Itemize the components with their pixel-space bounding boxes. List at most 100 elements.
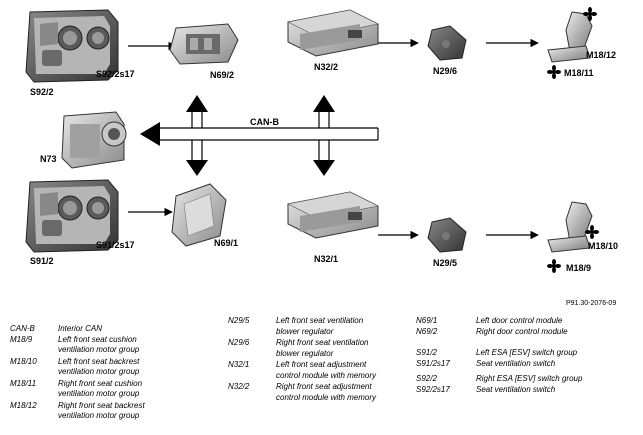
n29-5-regulator	[427, 217, 467, 253]
label-m18-12: M18/12	[586, 50, 616, 60]
n73-module	[61, 111, 127, 169]
legend-description-line: ventilation motor group	[58, 367, 140, 376]
legend-description-line: ventilation motor group	[58, 411, 140, 420]
legend-description-line: Right door control module	[476, 326, 568, 336]
legend-description-line: Left front seat cushion	[58, 334, 137, 344]
legend-description-line: Left front seat backrest	[58, 356, 140, 366]
legend-description: Right ESA [ESV] switch group	[476, 374, 636, 385]
legend-code: N29/5	[228, 316, 250, 325]
legend-description-line: Right front seat ventilation	[276, 338, 369, 347]
bus-arrowhead-left	[140, 122, 160, 146]
label-n69-1: N69/1	[214, 238, 238, 248]
legend-description-line: Left front seat adjustment	[276, 360, 367, 369]
left-seat	[547, 201, 593, 253]
n32-1-module	[287, 191, 379, 239]
legend-row: S92/2 Right ESA [ESV] switch group	[416, 374, 636, 385]
legend-description-line: Right front seat backrest	[58, 400, 145, 410]
can-b-label: CAN-B	[250, 117, 279, 127]
legend-code: N69/1	[416, 316, 438, 325]
legend-description-line: Right front seat cushion	[58, 378, 143, 388]
n69-2-module	[169, 23, 239, 65]
label-s92-2: S92/2	[30, 87, 54, 97]
label-n69-2: N69/2	[210, 70, 234, 80]
legend-description-line: Right front seat adjustment	[276, 382, 372, 391]
legend-description: Seat ventilation switch	[476, 385, 636, 396]
legend-description-line: ventilation motor group	[58, 345, 140, 354]
legend-code: S92/2	[416, 374, 437, 383]
legend-code: N29/6	[228, 338, 250, 347]
s92-2-switch-group	[25, 9, 119, 83]
legend-description: Seat ventilation switch	[476, 359, 636, 370]
label-n32-1: N32/1	[314, 254, 338, 264]
legend-description-line: Left door control module	[476, 316, 563, 325]
legend-description-line: Seat ventilation switch	[476, 384, 556, 394]
legend-code: S92/2s17	[416, 384, 450, 394]
figure-reference: P91.30-2076-09	[566, 300, 617, 307]
legend-description-line: blower regulator	[276, 326, 334, 336]
label-s91-2: S91/2	[30, 256, 54, 266]
legend-description: Right door control module	[476, 327, 636, 338]
legend-description-line: Right ESA [ESV] switch group	[476, 374, 583, 383]
legend-row: CAN-B Interior CAN	[10, 324, 210, 335]
legend-code: N32/1	[228, 360, 250, 369]
legend-description-line: Seat ventilation switch	[476, 358, 556, 368]
legend-row: S91/2 Left ESA [ESV] switch group	[416, 348, 636, 359]
legend-row: N69/2 Right door control module	[416, 327, 636, 338]
legend-code: M18/11	[10, 378, 37, 388]
legend-description: Left door control module	[476, 316, 636, 327]
label-m18-10: M18/10	[588, 241, 618, 251]
label-n32-2: N32/2	[314, 62, 338, 72]
s91-2-switch-group	[25, 179, 119, 253]
legend-code: N69/2	[416, 326, 438, 336]
label-n29-6: N29/6	[433, 66, 457, 76]
legend-description-line: blower regulator	[276, 348, 334, 358]
legend-code: S91/2	[416, 348, 437, 357]
legend-row: N69/1 Left door control module	[416, 316, 636, 327]
legend-description: Left ESA [ESV] switch group	[476, 348, 636, 359]
fan-icon-m18-10	[585, 225, 599, 239]
legend-description: Interior CAN	[58, 324, 210, 335]
label-s92-2s17: S92/2s17	[96, 69, 135, 79]
legend-row: S92/2s17 Seat ventilation switch	[416, 385, 636, 396]
fan-icon-m18-11	[547, 65, 561, 79]
legend-code: M18/10	[10, 356, 37, 366]
legend-description-line: ventilation motor group	[58, 389, 140, 398]
fan-icon-m18-9	[547, 259, 561, 273]
legend-description-line: Left front seat ventilation	[276, 316, 364, 325]
legend-code: CAN-B	[10, 324, 35, 333]
n29-6-regulator	[427, 25, 467, 61]
label-s91-2s17: S91/2s17	[96, 240, 135, 250]
can-b-bus: CAN-B	[140, 95, 379, 176]
label-m18-9: M18/9	[566, 263, 591, 273]
fan-icon-m18-12	[583, 7, 597, 21]
legend-description-line: Interior CAN	[58, 324, 103, 333]
label-n29-5: N29/5	[433, 258, 457, 268]
n69-1-module	[171, 183, 227, 247]
legend-description-line: control module with memory	[276, 392, 377, 402]
legend-code: N32/2	[228, 382, 250, 391]
legend-code: M18/12	[10, 400, 37, 410]
system-diagram: CAN-B S92/2 S92/2s17 N69/2 N32/2 N29/6	[25, 7, 618, 273]
legend-description-line: Left ESA [ESV] switch group	[476, 348, 578, 357]
n32-2-module	[287, 9, 379, 57]
legend-description-line: control module with memory	[276, 370, 377, 380]
